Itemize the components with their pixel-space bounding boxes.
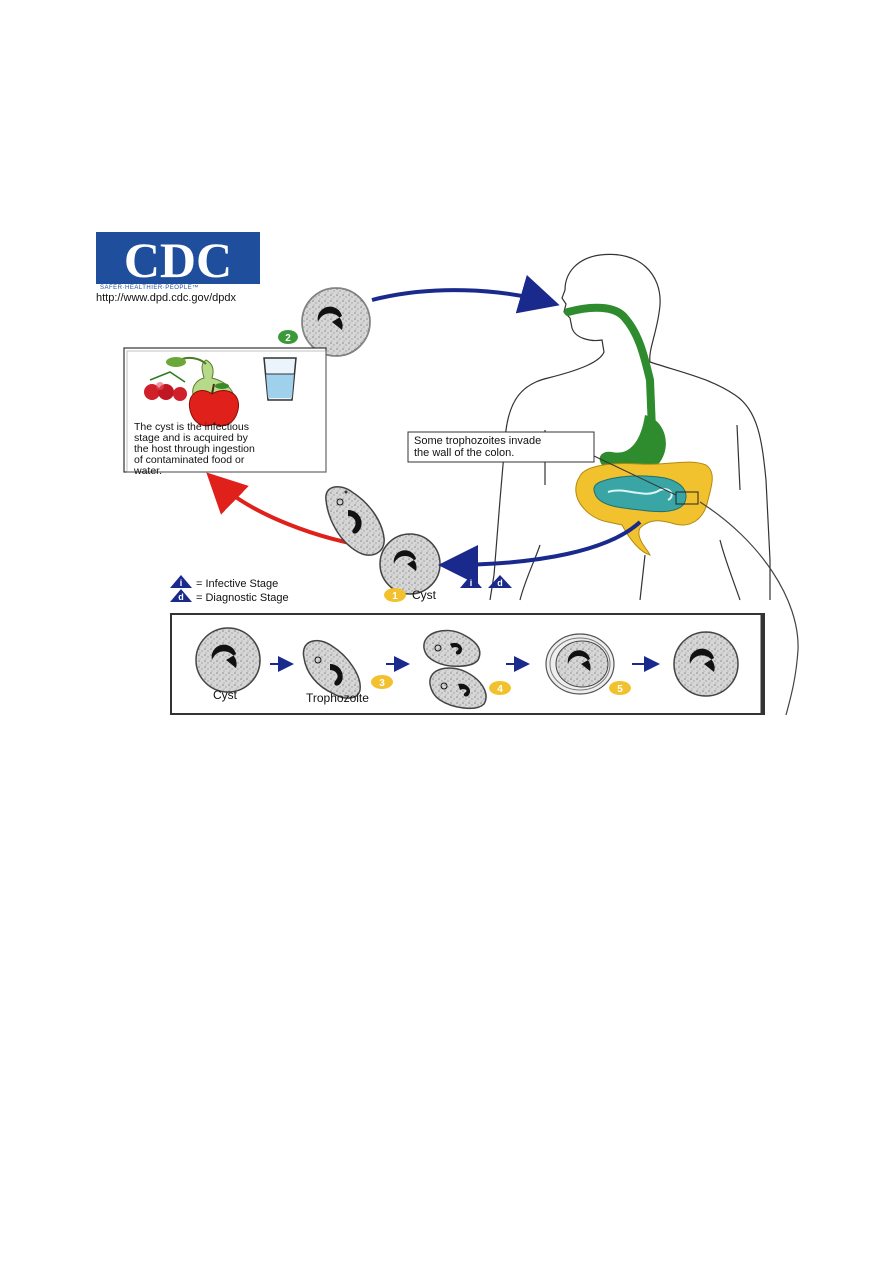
- excretion-line: [699, 501, 799, 716]
- cyst-stage2: [301, 287, 371, 357]
- cdc-logo-text: CDC: [124, 232, 232, 288]
- badge-stage5: 5: [609, 681, 631, 695]
- panel-dividing-trophozoite: [423, 629, 487, 710]
- development-panel: Cyst Trophozoite 3 4: [170, 613, 765, 715]
- callout-pointer: [593, 455, 677, 496]
- trophozoite-excreted: [325, 486, 385, 556]
- stomach: [599, 415, 666, 475]
- raspberries-icon: [144, 371, 187, 401]
- panel-mature-cyst: [673, 631, 739, 697]
- legend: i = Infective Stage d = Diagnostic Stage: [170, 575, 289, 604]
- info-box: The cyst is the infectious stage and is …: [123, 347, 327, 477]
- infective-marker-stage1: i: [460, 575, 482, 588]
- panel-precyst: [545, 633, 615, 695]
- svg-text:d: d: [178, 592, 184, 602]
- cyst-stage1: [379, 533, 441, 595]
- cdc-logo-background: [96, 232, 260, 284]
- water-glass-icon: [263, 357, 297, 401]
- legend-diagnostic-label: = Diagnostic Stage: [196, 592, 289, 604]
- svg-text:5: 5: [617, 684, 623, 695]
- svg-text:3: 3: [379, 678, 385, 689]
- info-line-4: of contaminated food or: [134, 454, 245, 466]
- callout-line-2: the wall of the colon.: [414, 447, 514, 459]
- badge-stage3: 3: [371, 675, 393, 689]
- info-line-1: The cyst is the infectious: [134, 421, 249, 433]
- svg-text:4: 4: [497, 684, 503, 695]
- legend-infective-icon: [170, 575, 192, 588]
- svg-text:d: d: [497, 578, 503, 588]
- callout-box: Some trophozoites invade the wall of the…: [407, 431, 677, 496]
- source-url: http://www.dpd.cdc.gov/dpdx: [96, 292, 237, 304]
- stage1-label: Cyst: [412, 588, 437, 602]
- badge-stage4: 4: [489, 681, 511, 695]
- svg-text:i: i: [180, 578, 183, 588]
- arrow-ingestion: [371, 274, 560, 314]
- panel-cyst-label: Cyst: [213, 688, 238, 702]
- colon-wall-highlight: [675, 491, 699, 505]
- digestive-tract: [564, 303, 713, 556]
- callout-line-1: Some trophozoites invade: [414, 435, 541, 447]
- info-line-2: stage and is acquired by: [134, 432, 249, 444]
- badge-stage1-number: 1: [392, 591, 398, 602]
- human-silhouette: [489, 253, 771, 601]
- panel-cyst: [195, 627, 261, 693]
- legend-diagnostic-icon: [170, 589, 192, 602]
- cdc-logo-tagline: SAFER·HEALTHIER·PEOPLE™: [100, 284, 199, 291]
- arrow-excretion: [438, 520, 642, 585]
- info-line-3: the host through ingestion: [134, 443, 255, 455]
- panel-trophozoite: [302, 639, 361, 699]
- svg-text:i: i: [470, 578, 473, 588]
- diagnostic-marker-stage1: d: [488, 575, 512, 588]
- badge-stage1: 1: [384, 588, 406, 602]
- apple-icon: [188, 383, 240, 427]
- legend-infective-label: = Infective Stage: [196, 578, 278, 590]
- info-line-5: water.: [133, 465, 162, 477]
- badge-stage2: 2: [278, 330, 298, 344]
- badge-stage2-number: 2: [285, 333, 291, 344]
- panel-trophozoite-label: Trophozoite: [306, 691, 369, 705]
- cdc-logo: CDC SAFER·HEALTHIER·PEOPLE™: [96, 232, 260, 291]
